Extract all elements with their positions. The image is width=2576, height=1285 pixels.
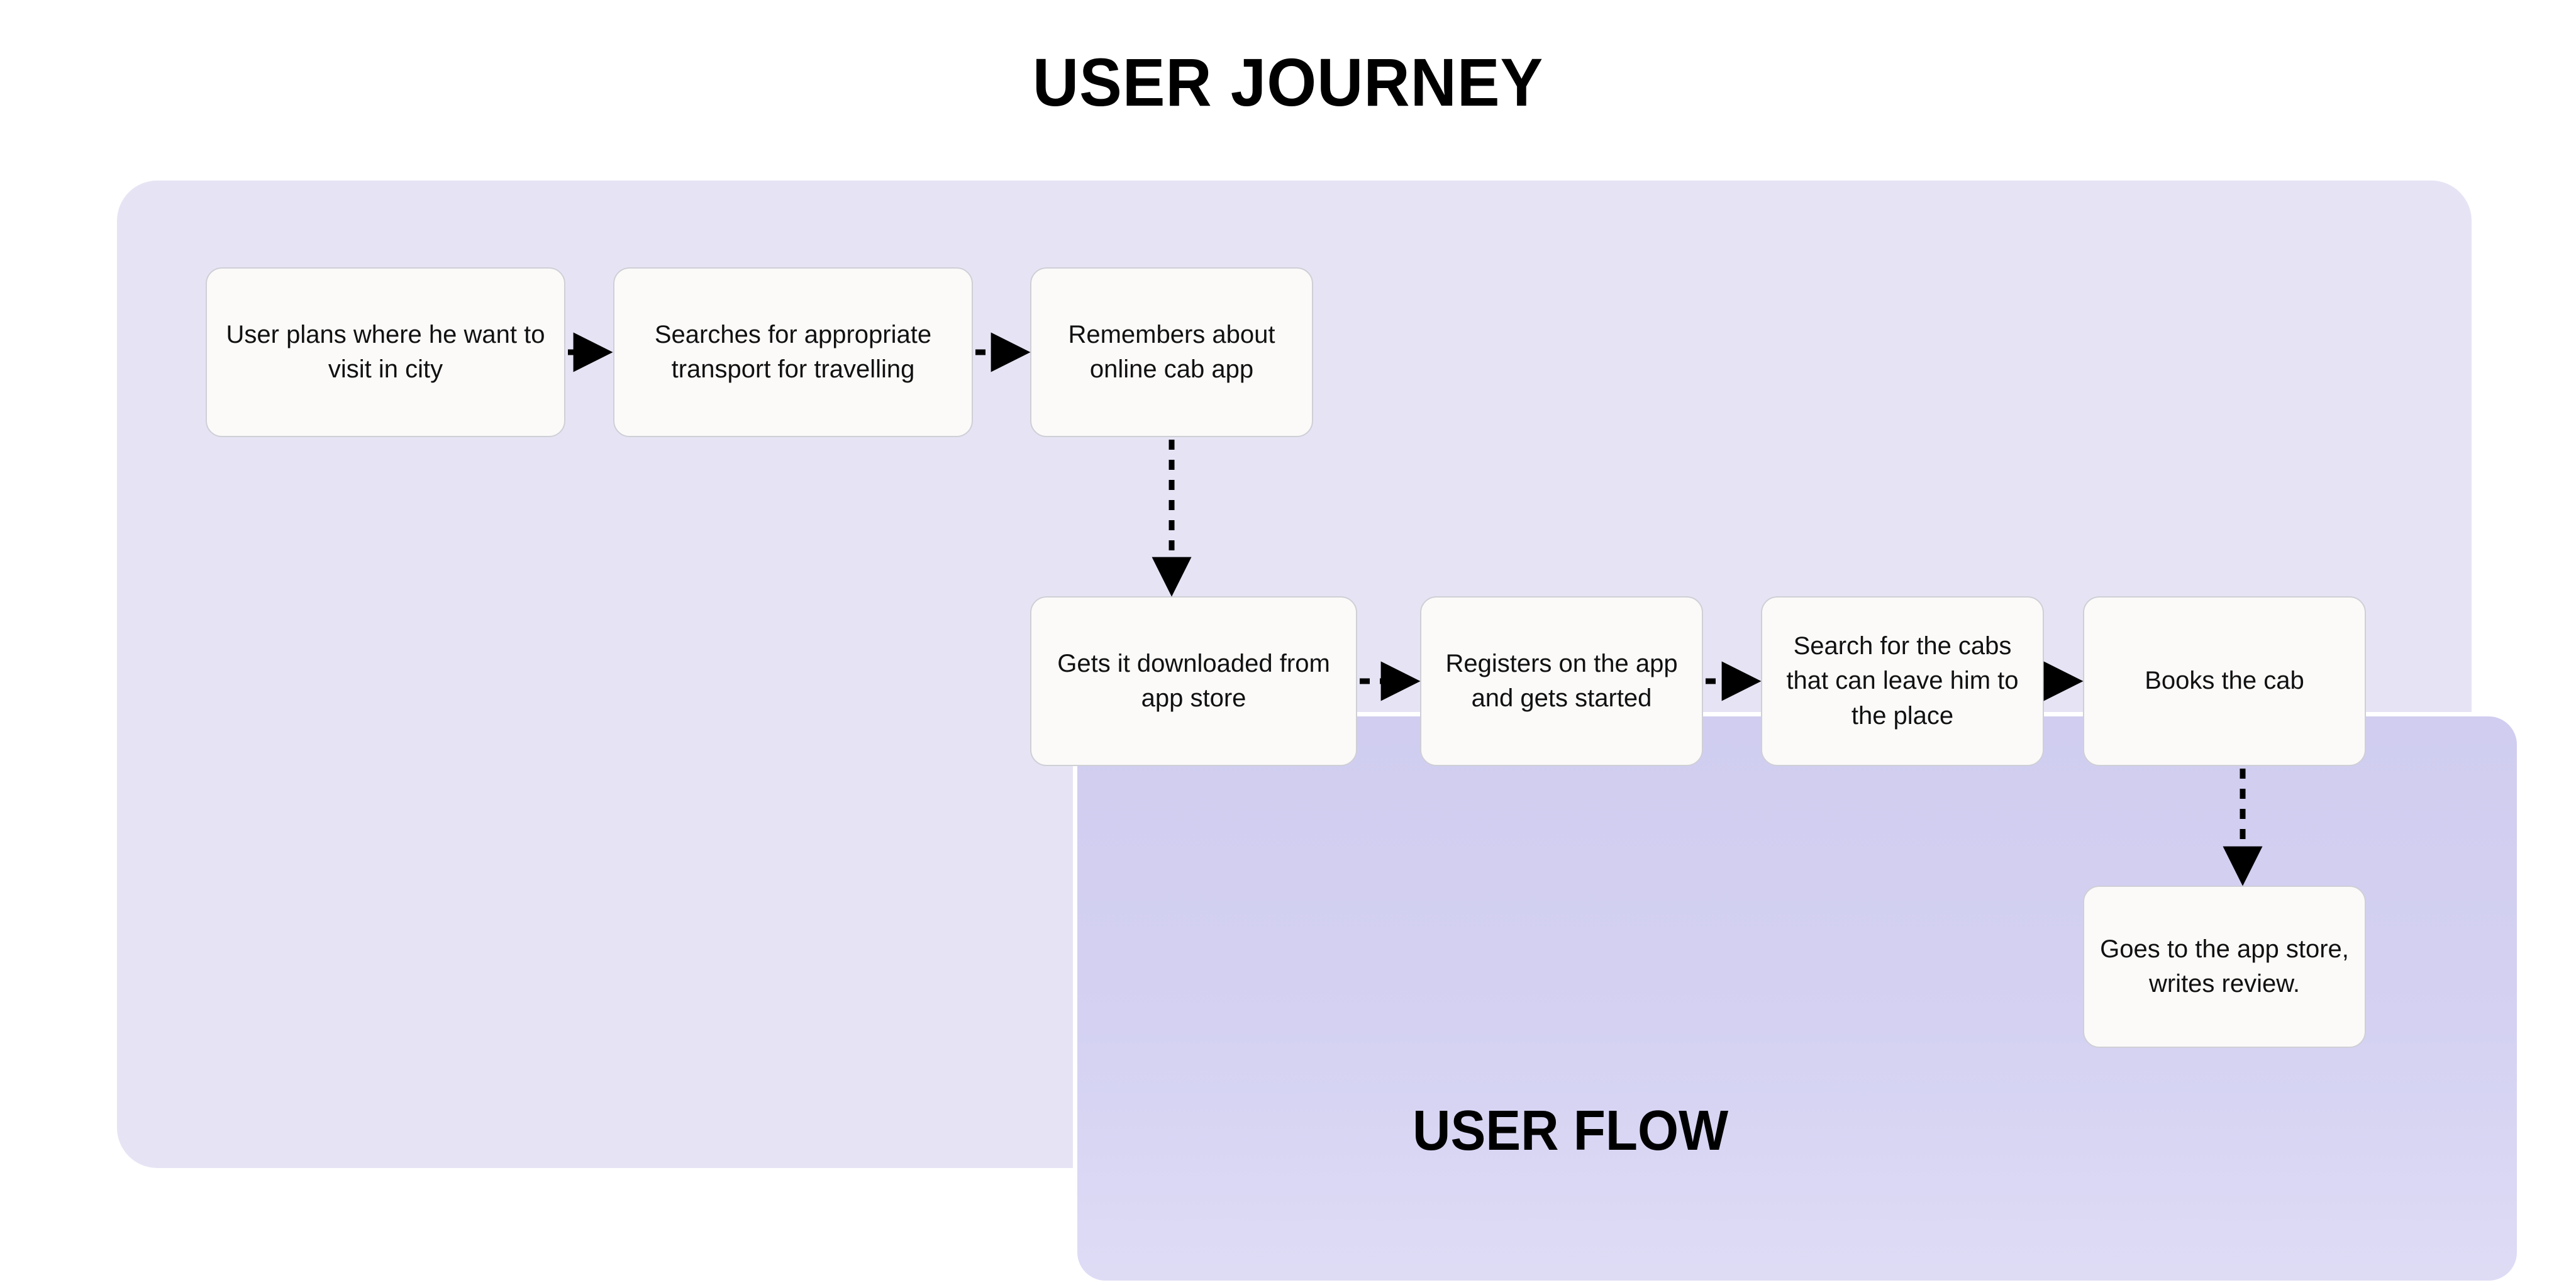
step-label: Search for the cabs that can leave him t… [1786,632,2019,730]
step-label: Searches for appropriate transport for t… [654,320,932,383]
step-label: Goes to the app store, writes review. [2100,935,2349,998]
user-flow-label: USER FLOW [1413,1099,1729,1162]
step-box-remember-app[interactable]: Remembers about online cab app [1030,267,1313,437]
step-box-download[interactable]: Gets it downloaded from app store [1030,596,1357,766]
step-box-search-cabs[interactable]: Search for the cabs that can leave him t… [1761,596,2044,766]
step-label: Gets it downloaded from app store [1057,649,1330,712]
step-box-register[interactable]: Registers on the app and gets started [1420,596,1703,766]
step-box-search-transport[interactable]: Searches for appropriate transport for t… [613,267,973,437]
step-box-write-review[interactable]: Goes to the app store, writes review. [2083,886,2366,1048]
step-label: User plans where he want to visit in cit… [226,320,545,383]
step-label: Registers on the app and gets started [1445,649,1678,712]
step-box-plan[interactable]: User plans where he want to visit in cit… [206,267,565,437]
step-label: Remembers about online cab app [1068,320,1275,383]
page-title: USER JOURNEY [1032,44,1544,120]
step-box-books-cab[interactable]: Books the cab [2083,596,2366,766]
step-label: Books the cab [2145,667,2304,695]
